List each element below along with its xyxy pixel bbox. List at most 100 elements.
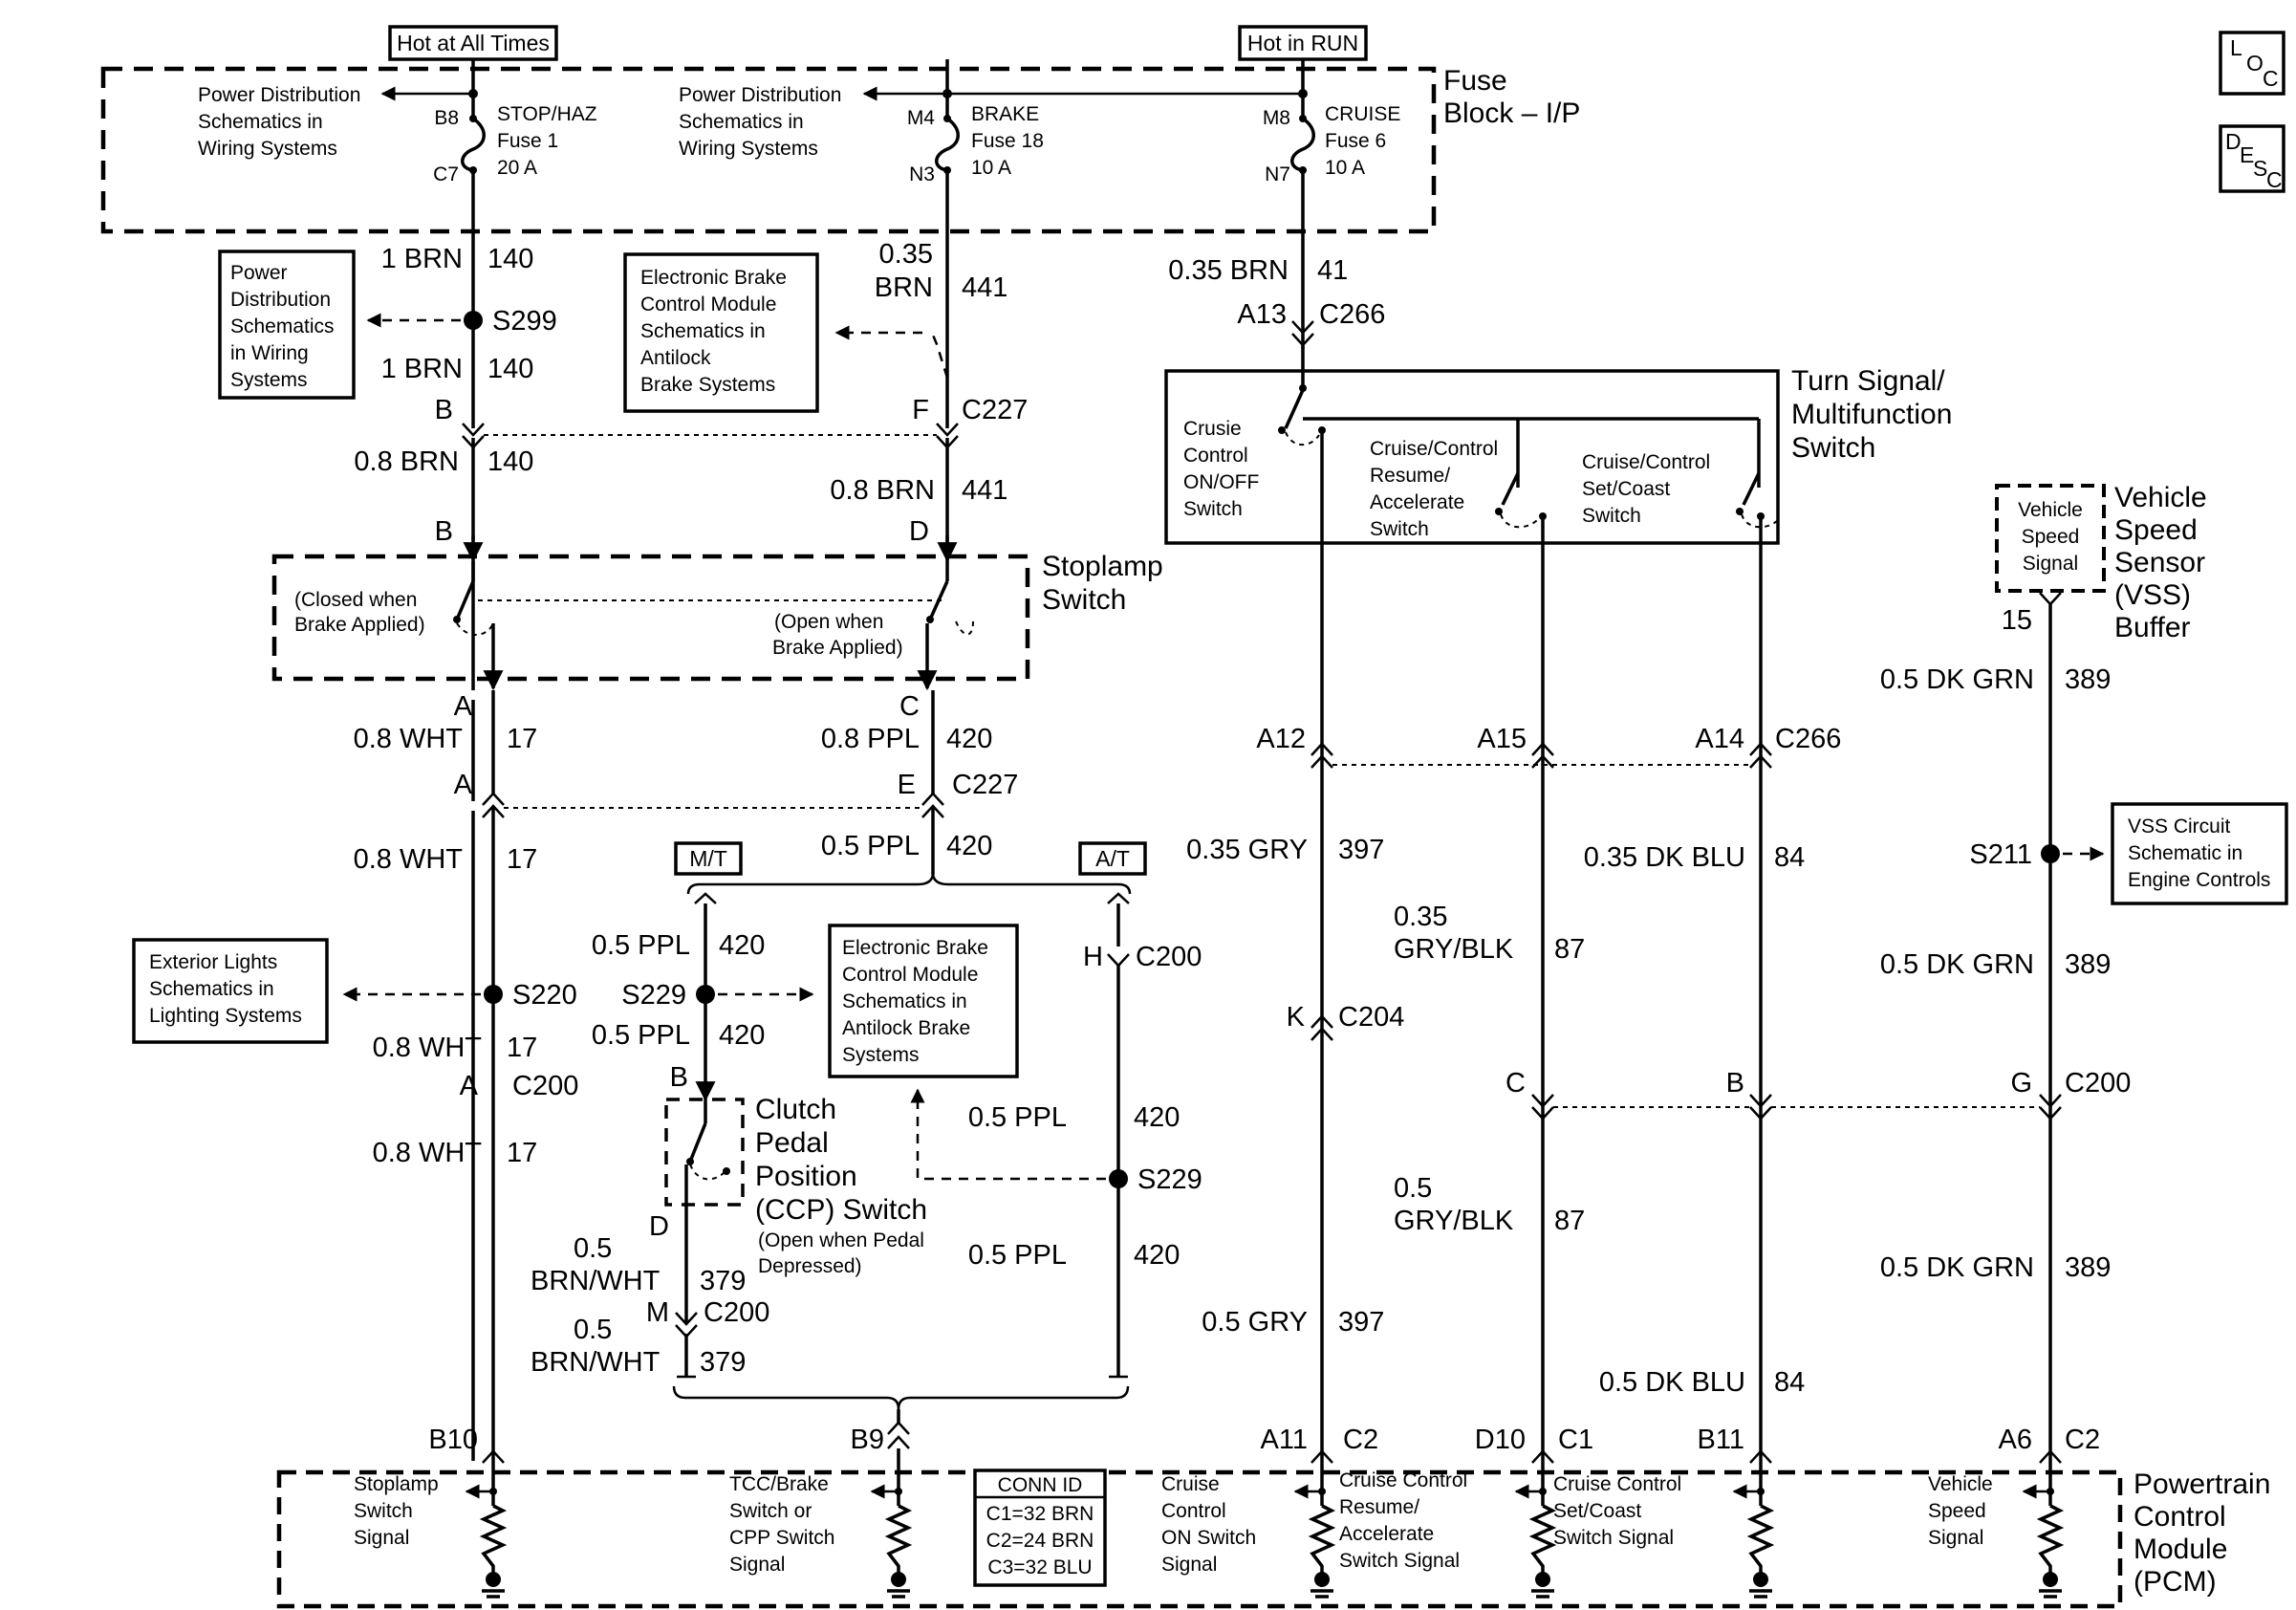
svg-text:Fuse 1: Fuse 1 xyxy=(497,130,558,152)
svg-text:S211: S211 xyxy=(1969,839,2032,870)
svg-text:0.35: 0.35 xyxy=(879,239,933,270)
turn-signal-multifunction-switch: Turn Signal/ Multifunction Switch Crusie… xyxy=(1164,346,1952,1461)
svg-text:S229: S229 xyxy=(621,980,686,1011)
svg-text:Switch: Switch xyxy=(1042,584,1126,616)
svg-text:0.5 DK GRN: 0.5 DK GRN xyxy=(1880,1252,2034,1283)
splice-s211 xyxy=(2041,844,2060,863)
svg-text:B8: B8 xyxy=(434,107,459,129)
svg-text:84: 84 xyxy=(1774,842,1805,873)
svg-text:S299: S299 xyxy=(492,306,557,337)
svg-text:87: 87 xyxy=(1554,1206,1585,1236)
description-icon[interactable]: D E S C xyxy=(2219,124,2285,193)
fuse-block-ip: Fuse Block – I/P Power Distribution Sche… xyxy=(100,59,1580,234)
svg-text:0.5 PPL: 0.5 PPL xyxy=(592,930,690,961)
svg-text:0.5 PPL: 0.5 PPL xyxy=(592,1020,690,1051)
svg-text:Schematics in: Schematics in xyxy=(198,111,323,133)
svg-text:0.5 PPL: 0.5 PPL xyxy=(968,1240,1067,1271)
svg-text:420: 420 xyxy=(1134,1102,1180,1133)
svg-text:M8: M8 xyxy=(1263,107,1290,129)
svg-text:Stoplamp: Stoplamp xyxy=(354,1473,439,1495)
svg-text:420: 420 xyxy=(719,1020,765,1051)
svg-text:10 A: 10 A xyxy=(1325,157,1365,179)
svg-text:Lighting Systems: Lighting Systems xyxy=(149,1005,302,1027)
wire-420-circuit: C 0.8 PPL 420 E C227 0.5 PPL 420 xyxy=(686,690,1132,895)
svg-text:Vehicle: Vehicle xyxy=(2114,482,2207,513)
pcm-vehicle-speed-input: Vehicle Speed Signal xyxy=(1928,1473,1993,1549)
svg-text:Switch: Switch xyxy=(1582,505,1641,527)
svg-text:C: C xyxy=(899,691,920,722)
wire-87-circuit: 0.35 GRY/BLK 87 C 0.5 GRY/BLK 87 D10 C1 xyxy=(1394,902,1593,1464)
svg-text:B9: B9 xyxy=(851,1425,884,1455)
svg-text:17: 17 xyxy=(507,844,537,875)
svg-text:Hot in RUN: Hot in RUN xyxy=(1247,31,1358,55)
svg-text:A15: A15 xyxy=(1477,724,1527,754)
vss-circuit-schematic-box: VSS Circuit Schematic in Engine Controls xyxy=(2111,802,2288,905)
svg-text:Speed: Speed xyxy=(2022,526,2080,548)
svg-text:Cruise: Cruise xyxy=(1161,1473,1220,1495)
svg-text:1 BRN: 1 BRN xyxy=(381,244,463,274)
svg-text:VSS Circuit: VSS Circuit xyxy=(2128,816,2231,838)
svg-text:GRY/BLK: GRY/BLK xyxy=(1394,1206,1514,1236)
svg-text:Brake Applied): Brake Applied) xyxy=(772,637,903,659)
location-icon[interactable]: L O C xyxy=(2219,31,2285,96)
pcm-input-vehicle-speed-resistor xyxy=(2022,1461,2065,1599)
hot-in-run-label: Hot in RUN xyxy=(1238,25,1368,61)
svg-text:L: L xyxy=(2230,35,2242,60)
svg-text:D: D xyxy=(909,516,929,547)
svg-text:M: M xyxy=(646,1297,669,1328)
wire-41-circuit: 0.35 BRN 41 A13 C266 xyxy=(1168,170,1385,349)
svg-text:0.5 DK BLU: 0.5 DK BLU xyxy=(1599,1367,1745,1398)
svg-text:N7: N7 xyxy=(1265,163,1290,185)
svg-text:(CCP) Switch: (CCP) Switch xyxy=(755,1194,927,1226)
svg-text:C266: C266 xyxy=(1319,299,1385,330)
svg-text:0.8 WHT: 0.8 WHT xyxy=(373,1138,483,1168)
svg-text:CRUISE: CRUISE xyxy=(1325,103,1400,125)
svg-text:Module: Module xyxy=(2134,1534,2227,1565)
svg-text:C200: C200 xyxy=(1136,942,1202,972)
svg-text:Fuse 6: Fuse 6 xyxy=(1325,130,1386,152)
svg-text:M4: M4 xyxy=(907,107,935,129)
svg-text:C2=24 BRN: C2=24 BRN xyxy=(986,1530,1094,1552)
svg-text:C266: C266 xyxy=(1775,724,1841,754)
svg-text:Antilock: Antilock xyxy=(640,347,711,369)
svg-text:420: 420 xyxy=(719,930,765,961)
pcm-input-tcc-brake-resistor xyxy=(870,1461,913,1599)
automatic-transmission-label: A/T xyxy=(1078,841,1147,876)
svg-text:441: 441 xyxy=(962,272,1007,303)
svg-text:Engine Controls: Engine Controls xyxy=(2128,869,2270,891)
svg-text:(PCM): (PCM) xyxy=(2134,1566,2217,1598)
svg-text:Stoplamp: Stoplamp xyxy=(1042,551,1163,582)
svg-text:1 BRN: 1 BRN xyxy=(381,354,463,384)
svg-text:Electronic Brake: Electronic Brake xyxy=(640,267,787,289)
svg-text:B: B xyxy=(435,516,453,547)
svg-text:F: F xyxy=(912,395,929,425)
svg-text:D: D xyxy=(2225,129,2242,154)
svg-text:Power Distribution: Power Distribution xyxy=(679,84,841,106)
svg-text:0.8 WHT: 0.8 WHT xyxy=(373,1033,483,1063)
wire-84-circuit: 0.35 DK BLU 84 B 0.5 DK BLU 84 B11 xyxy=(1553,842,1805,1464)
ebcm-schematics-box-mid: Electronic Brake Control Module Schemati… xyxy=(828,924,1019,1078)
svg-text:420: 420 xyxy=(1134,1240,1180,1271)
svg-text:Control: Control xyxy=(1183,445,1248,467)
svg-text:Buffer: Buffer xyxy=(2114,612,2191,643)
svg-text:Switch Signal: Switch Signal xyxy=(1339,1550,1460,1572)
svg-text:C200: C200 xyxy=(512,1071,578,1101)
splice-s229-right xyxy=(1109,1169,1128,1188)
svg-text:0.5 GRY: 0.5 GRY xyxy=(1202,1307,1308,1338)
svg-text:389: 389 xyxy=(2065,664,2111,695)
svg-text:140: 140 xyxy=(487,354,533,384)
svg-text:B: B xyxy=(670,1062,688,1093)
svg-text:Turn Signal/: Turn Signal/ xyxy=(1791,365,1945,397)
svg-text:C: C xyxy=(2266,167,2283,192)
svg-text:0.35: 0.35 xyxy=(1394,902,1447,932)
stoplamp-switch: Stoplamp Switch (Closed when Brake Appli… xyxy=(271,551,1163,691)
svg-text:Signal: Signal xyxy=(354,1527,409,1549)
svg-text:CPP Switch: CPP Switch xyxy=(729,1527,835,1549)
svg-text:C2: C2 xyxy=(1343,1425,1378,1455)
svg-text:Wiring Systems: Wiring Systems xyxy=(198,138,337,160)
exterior-lights-schematics-box: Exterior Lights Schematics in Lighting S… xyxy=(132,938,329,1044)
svg-text:S: S xyxy=(2253,156,2267,181)
svg-text:0.5 DK GRN: 0.5 DK GRN xyxy=(1880,949,2034,980)
svg-text:CONN ID: CONN ID xyxy=(998,1474,1083,1496)
svg-text:20 A: 20 A xyxy=(497,157,537,179)
